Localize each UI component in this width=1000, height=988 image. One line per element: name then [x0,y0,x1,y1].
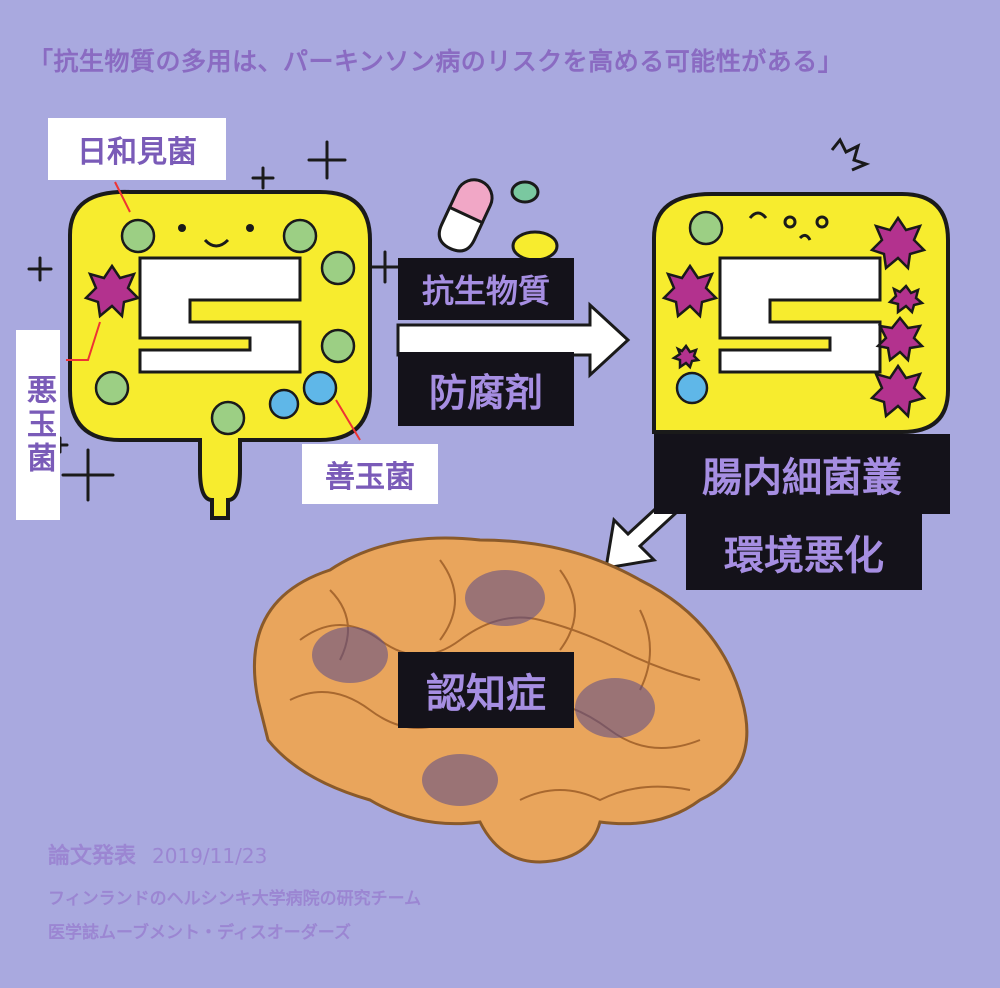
antibiotics-label: 抗生物質 [398,258,574,320]
sparkle-icons [27,140,402,502]
healthy-intestine [68,189,372,520]
gut-flora-label: 腸内細菌叢 [654,434,950,514]
preservatives-label: 防腐剤 [398,352,574,426]
left-bacteria [83,218,356,436]
paper-label: 論文発表 [48,844,137,869]
research-team: フィンランドのヘルシンキ大学病院の研究チーム [48,889,422,909]
headline: 「抗生物質の多用は、パーキンソン病のリスクを高める可能性がある」 [28,47,844,76]
paper-announcement: 論文発表 2019/11/23 [48,838,267,870]
right-bacteria [661,210,927,419]
environment-worsening-label: 環境悪化 [686,514,922,590]
publication-date: 2019/11/23 [152,844,268,868]
bad-bacteria-label: 悪玉菌 [16,330,60,520]
dementia-label: 認知症 [398,652,574,728]
pill-icons [437,178,559,262]
journal-name: 医学誌ムーブメント・ディスオーダーズ [48,923,351,943]
pointer-lines [66,181,361,441]
opportunistic-bacteria-label: 日和見菌 [48,118,226,180]
good-bacteria-label: 善玉菌 [302,444,438,504]
